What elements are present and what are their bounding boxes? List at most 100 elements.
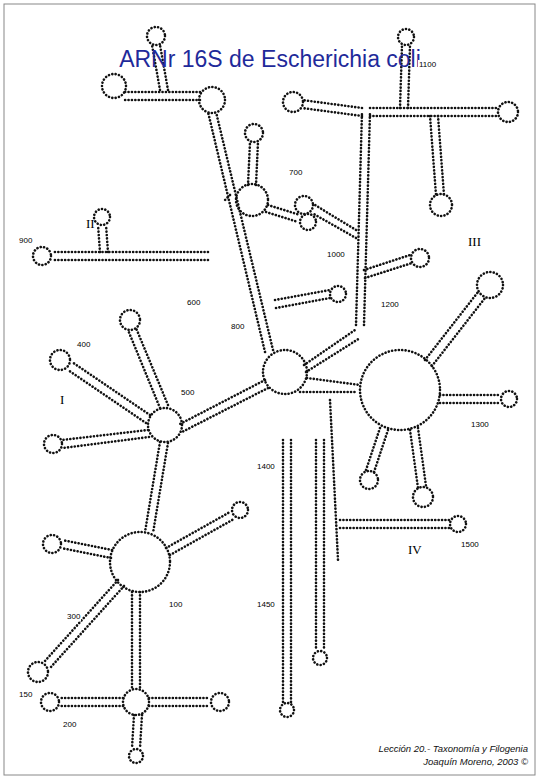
rna-loop bbox=[94, 209, 110, 225]
rna-loop bbox=[211, 693, 229, 711]
rna-loop bbox=[263, 350, 307, 394]
rna-loop bbox=[232, 502, 248, 518]
rna-strand bbox=[316, 440, 324, 650]
position-number: 800 bbox=[230, 322, 245, 331]
rna-loop bbox=[501, 391, 517, 407]
position-number: 1400 bbox=[256, 462, 276, 471]
rna-loop bbox=[110, 532, 170, 592]
rna-strand bbox=[356, 112, 370, 325]
rna-strand bbox=[275, 290, 330, 308]
domain-label: II bbox=[86, 216, 95, 232]
position-number: 1200 bbox=[380, 300, 400, 309]
rna-loop bbox=[280, 703, 294, 717]
rna-loop bbox=[43, 535, 61, 553]
rna-loop bbox=[147, 27, 165, 45]
rna-strand bbox=[248, 142, 258, 185]
rna-loop bbox=[398, 29, 414, 45]
rna-strand bbox=[60, 698, 123, 706]
rna-strand bbox=[283, 440, 291, 702]
rna-loop bbox=[102, 74, 126, 98]
rna-strand bbox=[125, 92, 200, 100]
domain-label: I bbox=[60, 392, 64, 408]
rna-strand bbox=[304, 330, 360, 372]
rna-loop bbox=[199, 87, 225, 113]
rna-strand bbox=[330, 400, 338, 560]
rna-strand bbox=[44, 580, 124, 668]
rna-loop bbox=[283, 92, 303, 112]
position-number: 150 bbox=[18, 690, 33, 699]
rna-loop bbox=[295, 196, 313, 214]
rna-strand bbox=[178, 380, 268, 432]
position-number: 1500 bbox=[460, 540, 480, 549]
rna-loop bbox=[411, 249, 429, 267]
rna-strand bbox=[225, 195, 230, 200]
position-number: 900 bbox=[18, 236, 33, 245]
position-number: 1300 bbox=[470, 420, 490, 429]
rna-strand bbox=[149, 698, 210, 706]
position-number: 100 bbox=[168, 600, 183, 609]
rna-strand bbox=[28, 27, 518, 763]
domain-label: III bbox=[468, 234, 481, 250]
rna-loop bbox=[123, 689, 149, 715]
rna-loop bbox=[477, 272, 503, 298]
position-number: 1100 bbox=[418, 60, 437, 69]
rna-strand bbox=[410, 428, 426, 488]
rna-loop bbox=[413, 487, 433, 507]
rna-strand bbox=[61, 540, 112, 558]
rna-loop bbox=[33, 247, 51, 265]
position-number: 200 bbox=[62, 720, 77, 729]
rna-strand bbox=[98, 225, 108, 252]
rna-loop bbox=[313, 651, 327, 665]
rna-strand bbox=[145, 442, 168, 533]
rna-loop bbox=[44, 435, 62, 453]
rna-strand bbox=[266, 205, 300, 222]
rna-loop bbox=[41, 693, 59, 711]
rna-loop bbox=[236, 184, 268, 216]
position-number: 300 bbox=[66, 612, 81, 621]
position-number: 500 bbox=[180, 388, 195, 397]
rna-strand bbox=[132, 715, 142, 748]
rna-strand bbox=[440, 395, 500, 403]
caption: Lección 20.- Taxonomía y Filogenia bbox=[378, 743, 528, 754]
page-frame bbox=[4, 4, 535, 775]
position-number: 600 bbox=[186, 298, 201, 307]
rna-strand bbox=[370, 108, 498, 116]
rna-strand bbox=[300, 391, 355, 394]
rna-strand bbox=[425, 292, 485, 366]
rna-strand bbox=[366, 428, 388, 472]
rna-loop bbox=[430, 194, 452, 216]
rna-strand bbox=[364, 255, 412, 278]
rna-strand bbox=[128, 328, 168, 408]
rna-strand bbox=[62, 430, 149, 448]
rna-strand bbox=[302, 100, 362, 116]
rna-strand bbox=[430, 116, 444, 195]
rna-loop bbox=[360, 471, 378, 489]
position-number: 1450 bbox=[256, 600, 276, 609]
rna-loop bbox=[120, 310, 140, 330]
position-number: 400 bbox=[76, 340, 91, 349]
author-note: Joaquín Moreno, 2003 © bbox=[423, 756, 528, 767]
position-number: 700 bbox=[288, 168, 303, 177]
rna-strand bbox=[307, 378, 360, 385]
rna-strand bbox=[208, 112, 273, 352]
position-number: 1000 bbox=[326, 250, 346, 259]
rna-loop bbox=[28, 662, 48, 682]
rna-loop bbox=[50, 350, 70, 370]
rna-strand bbox=[312, 205, 356, 238]
rna-loop bbox=[300, 214, 316, 230]
rna-loop bbox=[330, 286, 346, 302]
rna-loop bbox=[498, 102, 518, 122]
rna-loop bbox=[148, 408, 182, 442]
title: ARNr 16S de Escherichia coli bbox=[119, 46, 421, 73]
rna-strand bbox=[52, 252, 208, 260]
rna-loop bbox=[450, 516, 466, 532]
rna-strand bbox=[166, 512, 234, 555]
rna-strand bbox=[68, 362, 150, 423]
rna-strand bbox=[340, 520, 450, 528]
rna-loop bbox=[129, 749, 143, 763]
rna-loop bbox=[245, 124, 263, 142]
rna-strand bbox=[132, 592, 140, 690]
rna-loop bbox=[360, 350, 440, 430]
